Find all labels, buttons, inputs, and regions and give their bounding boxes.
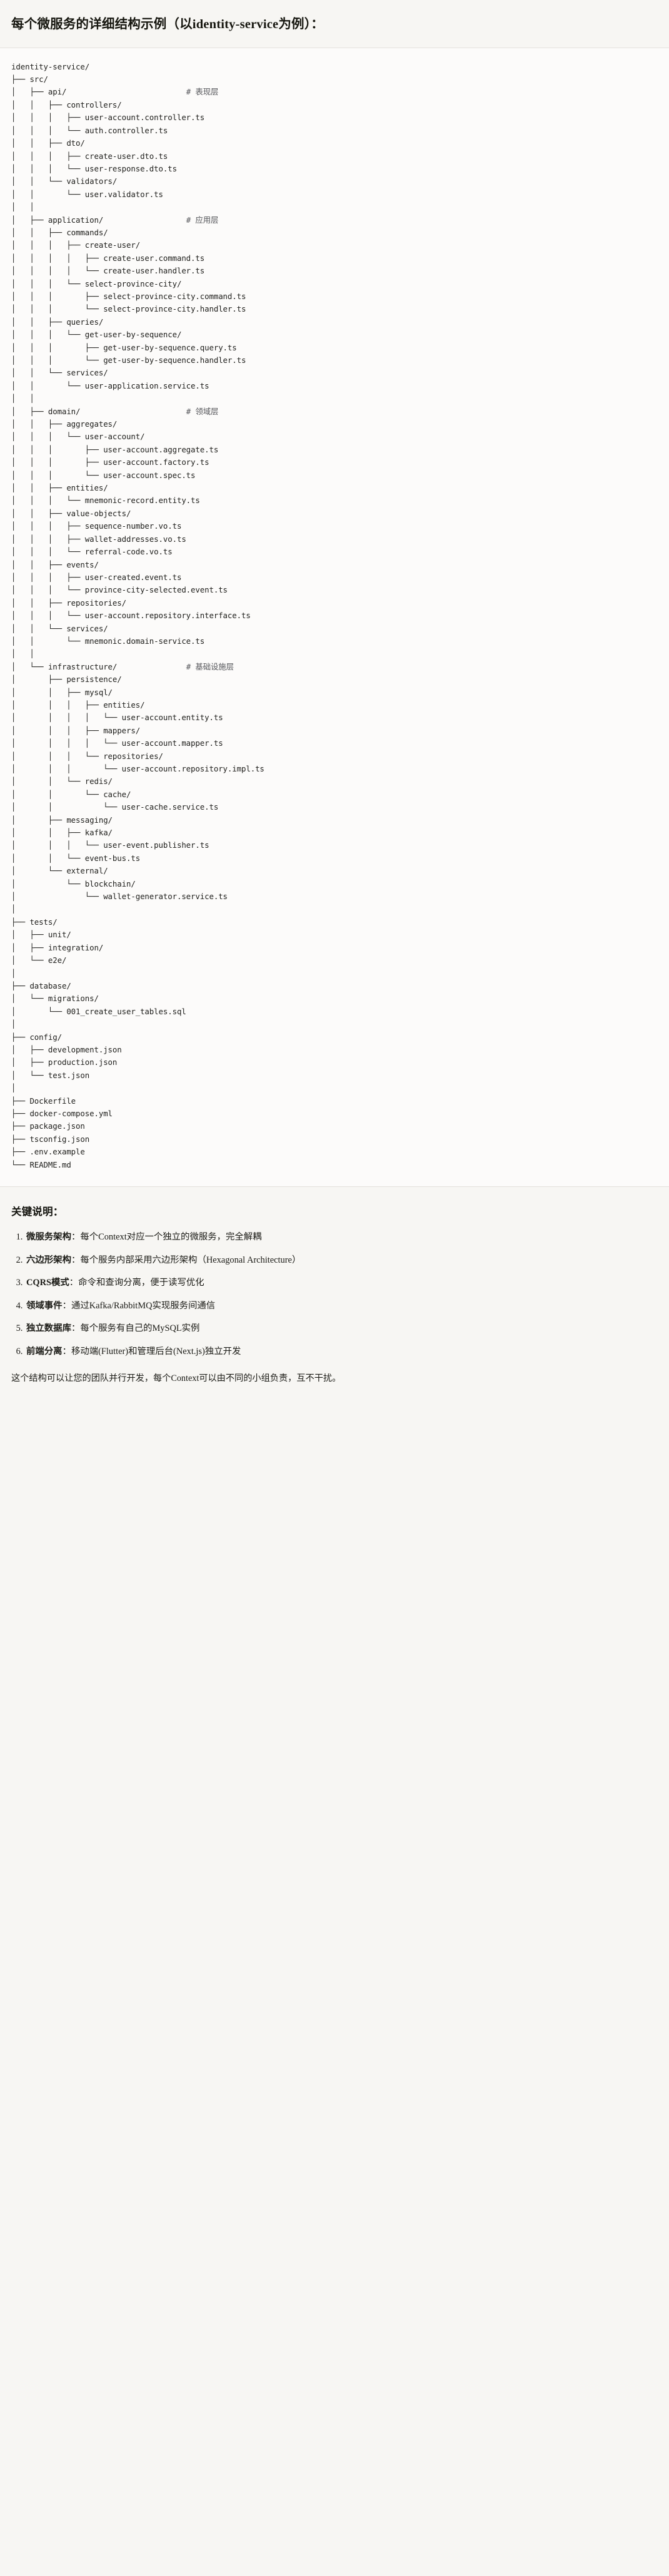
key-note-lead: 微服务架构 <box>26 1232 71 1243</box>
directory-tree-text: identity-service/ ├── src/ │ ├── api/ # … <box>11 61 264 1169</box>
key-note-item: 独立数据库：每个服务有自己的MySQL实例 <box>25 1322 658 1336</box>
directory-tree-code: identity-service/ ├── src/ │ ├── api/ # … <box>11 61 658 1171</box>
key-note-body: ：每个服务有自己的MySQL实例 <box>71 1323 200 1334</box>
key-note-lead: CQRS模式 <box>26 1278 69 1288</box>
key-note-item: 领域事件：通过Kafka/RabbitMQ实现服务间通信 <box>25 1300 658 1313</box>
key-notes-title: 关键说明： <box>11 1206 64 1218</box>
directory-tree-section: identity-service/ ├── src/ │ ├── api/ # … <box>0 48 669 1188</box>
key-note-lead: 六边形架构 <box>26 1255 71 1265</box>
key-note-lead: 独立数据库 <box>26 1323 71 1334</box>
tree-layer-comment: # 领域层 <box>186 406 219 416</box>
key-note-body: ：每个服务内部采用六边形架构（Hexagonal Architecture） <box>71 1255 301 1265</box>
tree-layer-comment: # 基础设施层 <box>186 661 234 671</box>
key-notes-section: 关键说明： 微服务架构：每个Context对应一个独立的微服务，完全解耦 六边形… <box>0 1187 669 2576</box>
key-notes-list: 微服务架构：每个Context对应一个独立的微服务，完全解耦 六边形架构：每个服… <box>11 1231 658 1359</box>
key-note-body: ：通过Kafka/RabbitMQ实现服务间通信 <box>62 1300 216 1311</box>
key-note-body: ：每个Context对应一个独立的微服务，完全解耦 <box>71 1232 262 1243</box>
key-note-item: 六边形架构：每个服务内部采用六边形架构（Hexagonal Architectu… <box>25 1254 658 1268</box>
key-note-body: ：移动端(Flutter)和管理后台(Next.js)独立开发 <box>62 1347 241 1357</box>
key-note-lead: 前端分离 <box>26 1347 63 1357</box>
header-section: 每个微服务的详细结构示例（以identity-service为例）： <box>0 0 669 48</box>
key-note-lead: 领域事件 <box>26 1300 63 1311</box>
tree-layer-comment: # 表现层 <box>186 87 219 97</box>
page-title: 每个微服务的详细结构示例（以identity-service为例）： <box>11 18 324 31</box>
closing-paragraph: 这个结构可以让您的团队并行开发，每个Context可以由不同的小组负责，互不干扰… <box>11 1373 341 1383</box>
key-note-item: CQRS模式：命令和查询分离，便于读写优化 <box>25 1276 658 1290</box>
key-note-item: 微服务架构：每个Context对应一个独立的微服务，完全解耦 <box>25 1231 658 1245</box>
key-note-body: ：命令和查询分离，便于读写优化 <box>69 1278 204 1288</box>
key-note-item: 前端分离：移动端(Flutter)和管理后台(Next.js)独立开发 <box>25 1345 658 1359</box>
tree-layer-comment: # 应用层 <box>186 215 219 225</box>
